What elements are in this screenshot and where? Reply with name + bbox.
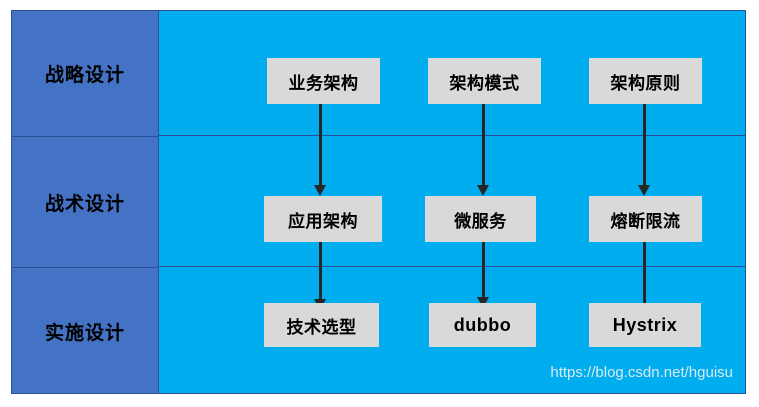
node-microservice[interactable]: 微服务 [425, 196, 536, 242]
phase-label-column: 战略设计 战术设计 实施设计 [12, 11, 159, 393]
phase-label-strategic: 战略设计 [44, 64, 125, 86]
connector-application-to-techselection [308, 242, 332, 310]
connector-business-to-application [308, 104, 332, 196]
node-hystrix[interactable]: Hystrix [589, 303, 701, 347]
row-divider-1 [159, 135, 745, 136]
watermark-text: https://blog.csdn.net/hguisu [550, 364, 733, 381]
phase-label-tactical: 战术设计 [12, 136, 158, 267]
row-divider-2 [159, 266, 745, 267]
node-circuit-breaker[interactable]: 熔断限流 [589, 196, 702, 242]
connector-microservice-to-dubbo [471, 242, 495, 308]
node-business-architecture[interactable]: 业务架构 [267, 58, 380, 104]
node-architecture-principle[interactable]: 架构原则 [589, 58, 702, 104]
node-dubbo[interactable]: dubbo [429, 303, 536, 347]
node-technology-selection[interactable]: 技术选型 [264, 303, 379, 347]
node-application-architecture[interactable]: 应用架构 [264, 196, 382, 242]
connector-principle-to-circuitbreaker [632, 104, 656, 196]
phase-label-implementation: 实施设计 [12, 267, 158, 395]
node-architecture-pattern[interactable]: 架构模式 [428, 58, 541, 104]
connector-pattern-to-microservice [471, 104, 495, 196]
diagram-frame: 战略设计 战术设计 实施设计 业务架构 应用架构 技术选型 架构模式 微服务 [11, 10, 746, 394]
